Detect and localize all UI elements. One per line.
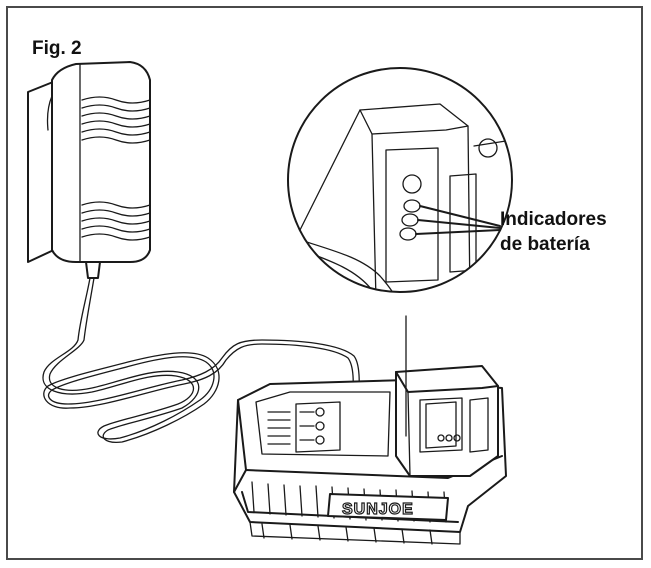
callout-line-1: Indicadores [500, 209, 607, 230]
figure-label: Fig. 2 [32, 38, 82, 59]
brand-logo: SUNJOE [342, 501, 414, 518]
indicator-leader-lines [415, 205, 501, 235]
magnifier-detail [287, 67, 513, 293]
callout-line-2: de batería [500, 234, 590, 255]
wall-adapter-icon [27, 61, 151, 279]
battery-pack-icon [395, 365, 499, 477]
battery-indicators-callout: Indicadores de batería [500, 207, 607, 257]
